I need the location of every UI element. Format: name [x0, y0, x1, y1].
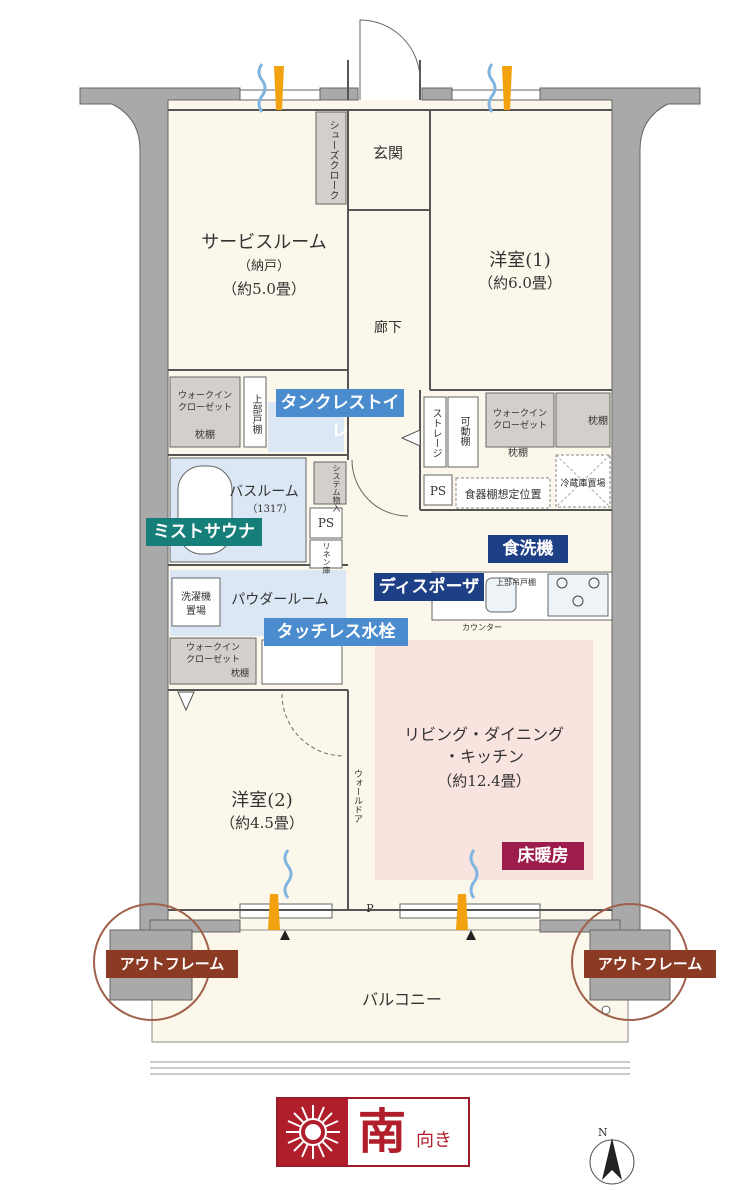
movable-shelf-box — [447, 396, 479, 468]
sun-icon — [278, 1099, 348, 1165]
washer-box — [171, 577, 221, 627]
powder-room-label: パウダールーム — [231, 592, 329, 608]
compass-north-label: N — [598, 1126, 608, 1139]
warm-air-arrows — [268, 66, 512, 930]
movable-shelf-label: 可動棚 — [458, 416, 469, 446]
system-storage-box — [313, 461, 347, 505]
floor-heating-tag: 床暖房 — [502, 842, 584, 870]
p-mark: P — [366, 902, 374, 915]
western2-size: （約4.5畳） — [220, 814, 304, 832]
ventilation-arrows — [257, 63, 497, 899]
linen-label: リネン庫 — [322, 542, 331, 574]
dishwasher-tag: 食洗機 — [488, 535, 568, 563]
ldk-line2: ・キッチン — [444, 747, 524, 766]
storage-box — [423, 396, 447, 468]
hallway-label: 廊下 — [374, 319, 402, 336]
service-room-size: （約5.0畳） — [222, 280, 306, 298]
washer-line1: 洗濯機 — [181, 590, 211, 603]
storage-blocks — [169, 111, 611, 685]
bathroom-size: （1317） — [247, 503, 292, 515]
counter-label: カウンター — [462, 623, 502, 632]
service-room-sub: （納戸） — [238, 259, 290, 274]
dish-shelf-box — [455, 477, 551, 509]
western2-name: 洋室(2) — [231, 790, 293, 811]
door-western2 — [281, 693, 345, 757]
ps-box-2 — [423, 474, 453, 506]
upper-cabinet-label: 上部戸棚 — [250, 394, 261, 434]
walkin-lower-shelf: 枕棚 — [231, 667, 249, 679]
arrow-mark-right — [466, 930, 476, 940]
western1-name: 洋室(1) — [489, 250, 551, 271]
ldk-line1: リビング・ダイニング — [404, 725, 564, 744]
walkin-right-line2: クローゼット — [493, 419, 547, 431]
ps-box-1 — [309, 507, 343, 539]
door-marker-lower — [177, 691, 195, 712]
arrow-mark-left — [280, 930, 290, 940]
tankless-toilet-tag: タンクレストイレ — [276, 389, 404, 441]
ps2-label: PS — [430, 484, 446, 498]
direction-suffix: 向き — [416, 1130, 452, 1151]
dish-shelf-label: 食器棚想定位置 — [465, 487, 542, 501]
ps1-label: PS — [318, 516, 334, 530]
shoe-closet-label: シューズクローク — [327, 120, 338, 200]
orientation-stamp: 南 向き — [276, 1097, 470, 1167]
service-room-name: サービスルーム — [201, 232, 326, 253]
mist-sauna-tag: ミストサウナ — [146, 518, 262, 546]
ldk-size: （約12.4畳） — [437, 772, 530, 790]
touchless-faucet-tag: タッチレス水栓 — [264, 618, 408, 646]
walkin-right-side-shelf: 枕棚 — [588, 414, 608, 427]
system-storage-label: システム物入 — [332, 464, 341, 512]
kitchen-sink — [485, 577, 517, 613]
bathroom-name: バスルーム — [229, 484, 299, 500]
walkin-lower-line2: クローゼット — [186, 653, 240, 665]
door-hall — [351, 459, 409, 517]
upper-cabinet-box — [243, 376, 267, 448]
out-frame-left-tag: アウトフレーム — [106, 950, 238, 978]
door-marker — [400, 429, 421, 447]
out-frame-right-tag: アウトフレーム — [584, 950, 716, 978]
fridge-label: 冷蔵庫置場 — [560, 477, 605, 489]
upper-cupboard-label: 上部吊戸棚 — [496, 577, 536, 587]
balcony-label: バルコニー — [362, 990, 442, 1009]
walkin-lower-line1: ウォークイン — [186, 642, 240, 653]
direction-label: 南 — [358, 1104, 407, 1160]
western1-size: （約6.0畳） — [478, 274, 562, 292]
washer-line2: 置場 — [186, 604, 206, 617]
walkin-right-line1: ウォークイン — [493, 408, 547, 419]
walkin-left-line1: ウォークイン — [178, 390, 232, 401]
walkin-left-shelf: 枕棚 — [195, 428, 215, 441]
vanity — [261, 639, 343, 685]
walkin-left-line2: クローゼット — [178, 401, 232, 413]
wall-door-label: ウォールドア — [352, 769, 362, 823]
ldk-floor-heating-area — [375, 640, 593, 880]
compass-needle — [602, 1138, 622, 1180]
balcony-floor — [151, 929, 629, 1043]
storage-label: ストレージ — [430, 408, 441, 458]
stove — [547, 573, 609, 617]
entrance-label: 玄関 — [373, 144, 403, 162]
walkin-right-shelf: 枕棚 — [508, 446, 528, 459]
disposer-tag: ディスポーザ — [374, 573, 484, 601]
entrance-door — [359, 19, 421, 100]
linen-box — [309, 539, 343, 569]
